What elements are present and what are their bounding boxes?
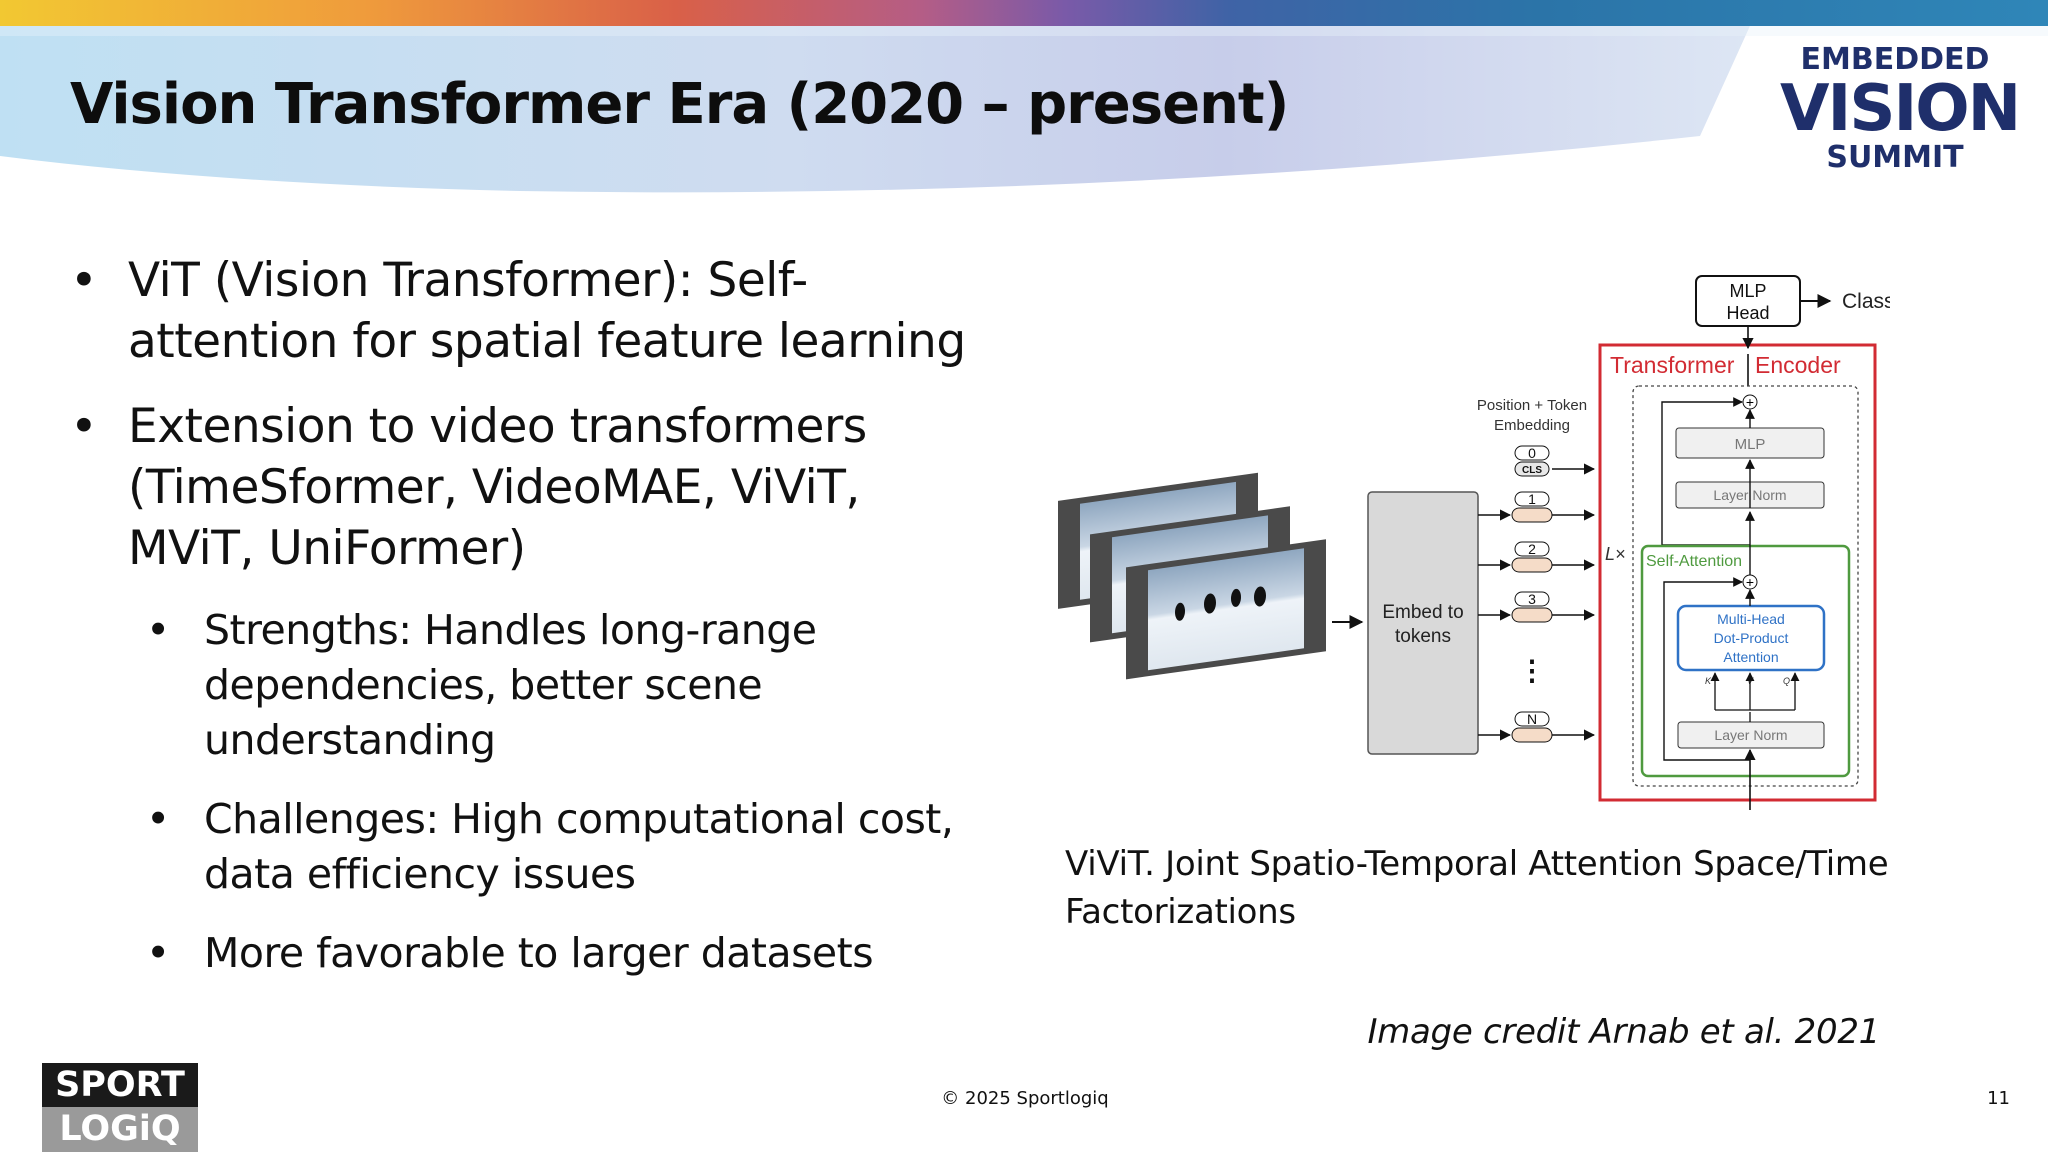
logo-line-embedded: EMBEDDED bbox=[1800, 42, 1990, 77]
residual-add-mid-sign: + bbox=[1746, 574, 1754, 590]
token-column: 0 CLS 1 2 3 ⋮ N bbox=[1511, 445, 1553, 743]
image-credit: Image credit Arnab et al. 2021 bbox=[1367, 1012, 1880, 1052]
layer-norm-bottom-label: Layer Norm bbox=[1714, 727, 1787, 743]
token-encoder-arrows bbox=[1552, 463, 1596, 741]
class-output-label: Class bbox=[1842, 290, 1890, 313]
token-index-0: 0 bbox=[1528, 445, 1536, 461]
top-color-bar bbox=[0, 0, 2048, 26]
token-index-3: 3 bbox=[1528, 591, 1536, 607]
footer-copyright: © 2025 Sportlogiq bbox=[941, 1088, 1109, 1109]
bullet-glyph: • bbox=[146, 606, 170, 654]
mlp-head-block: MLP Head bbox=[1695, 275, 1801, 327]
embed-label-line1: Embed to bbox=[1382, 602, 1463, 623]
sportlogiq-logo-bottom: LOGiQ bbox=[42, 1107, 198, 1152]
transformer-encoder-frame bbox=[1598, 343, 1877, 802]
mhdpa-line1: Multi-Head bbox=[1717, 611, 1785, 627]
key-label: K bbox=[1705, 676, 1712, 686]
bullet-item: • Extension to video transformers (TimeS… bbox=[70, 396, 990, 579]
position-token-label-line2: Embedding bbox=[1494, 417, 1570, 434]
token-index-2: 2 bbox=[1528, 541, 1536, 557]
bullet-text: Strengths: Handles long-range dependenci… bbox=[204, 606, 817, 764]
cls-token-label: CLS bbox=[1522, 465, 1542, 476]
page-number: 11 bbox=[1987, 1088, 2010, 1109]
mlp-block-label: MLP bbox=[1735, 436, 1766, 453]
encoder-title-left: Transformer bbox=[1610, 352, 1735, 378]
sportlogiq-logo-top: SPORT bbox=[42, 1063, 198, 1107]
video-frame-front bbox=[1126, 539, 1326, 680]
bullet-item: • ViT (Vision Transformer): Self-attenti… bbox=[70, 250, 990, 372]
query-label: Q bbox=[1783, 676, 1790, 686]
token-ellipsis: ⋮ bbox=[1518, 655, 1546, 686]
embedded-vision-summit-logo: EMBEDDED VISION SUMMIT bbox=[1780, 42, 2021, 175]
sub-bullet-item: • More favorable to larger datasets bbox=[146, 926, 990, 981]
bullet-glyph: • bbox=[70, 253, 98, 308]
self-attention-label: Self-Attention bbox=[1646, 553, 1742, 570]
embed-label-line2: tokens bbox=[1395, 626, 1451, 647]
sportlogiq-logo: SPORT LOGiQ bbox=[42, 1063, 198, 1152]
vivit-diagram: Embed to tokens Position + Token Embeddi… bbox=[1050, 270, 1890, 810]
bullet-glyph: • bbox=[146, 795, 170, 843]
logo-line-summit: SUMMIT bbox=[1826, 140, 1964, 175]
bullet-list: • ViT (Vision Transformer): Self-attenti… bbox=[70, 250, 990, 1005]
embed-to-tokens-block: Embed to tokens bbox=[1367, 491, 1479, 755]
encoder-title-right: Encoder bbox=[1755, 352, 1841, 378]
embed-token-arrows bbox=[1478, 509, 1512, 741]
vivit-diagram-svg: Embed to tokens Position + Token Embeddi… bbox=[1058, 275, 1890, 810]
mlp-head-line1: MLP bbox=[1729, 281, 1766, 301]
mhdpa-line3: Attention bbox=[1723, 649, 1778, 665]
token-index-1: 1 bbox=[1528, 491, 1536, 507]
residual-add-top bbox=[1742, 394, 1758, 410]
bullet-glyph: • bbox=[146, 929, 170, 977]
mhdpa-line2: Dot-Product bbox=[1714, 630, 1789, 646]
layer-norm-bottom bbox=[1677, 721, 1825, 749]
header-band bbox=[0, 26, 2048, 193]
sub-bullet-item: • Strengths: Handles long-range dependen… bbox=[146, 603, 990, 768]
slide-title: Vision Transformer Era (2020 – present) bbox=[70, 72, 1289, 137]
diagram-caption: ViViT. Joint Spatio-Temporal Attention S… bbox=[1065, 844, 1889, 932]
mlp-head-line2: Head bbox=[1726, 303, 1769, 323]
encoder-dashed-inner bbox=[1632, 385, 1859, 787]
layer-repeat-label: L× bbox=[1605, 544, 1626, 564]
position-token-label-line1: Position + Token bbox=[1477, 397, 1587, 414]
multi-head-attention-block bbox=[1676, 604, 1826, 672]
bullet-glyph: • bbox=[70, 399, 98, 454]
bullet-text: ViT (Vision Transformer): Self-attention… bbox=[128, 253, 966, 369]
bullet-text: More favorable to larger datasets bbox=[204, 929, 874, 977]
residual-add-top-sign: + bbox=[1746, 394, 1754, 410]
bullet-text: Challenges: High computational cost, dat… bbox=[204, 795, 954, 898]
logo-line-vision: VISION bbox=[1780, 72, 2021, 146]
sub-bullet-item: • Challenges: High computational cost, d… bbox=[146, 792, 990, 902]
self-attention-frame bbox=[1640, 544, 1851, 778]
bullet-text: Extension to video transformers (TimeSfo… bbox=[128, 399, 867, 576]
token-index-n: N bbox=[1527, 711, 1537, 727]
